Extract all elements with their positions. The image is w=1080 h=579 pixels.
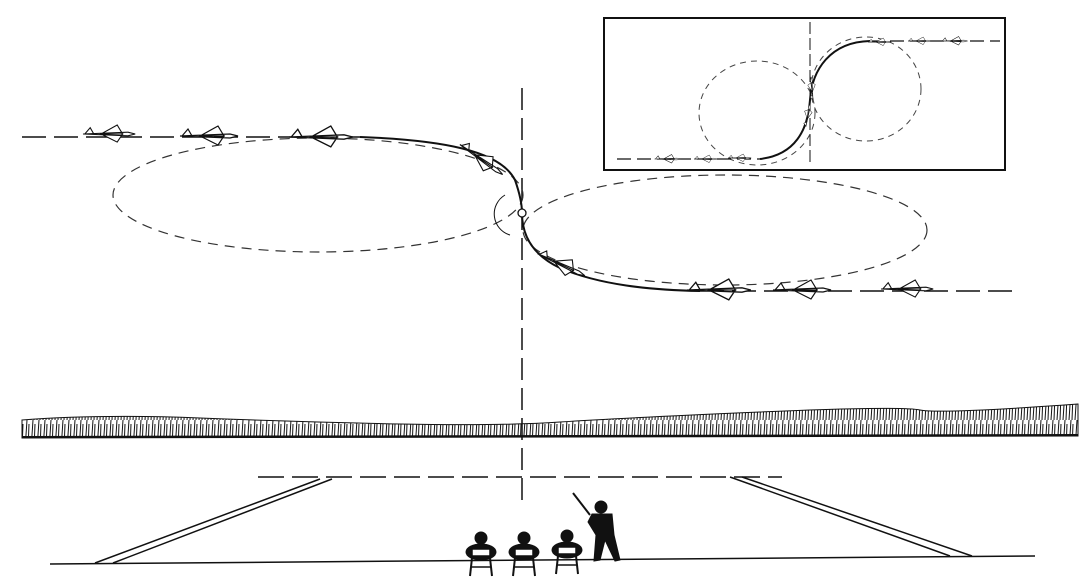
- right-loop-path: [522, 174, 928, 286]
- horizon-treeline: [21, 403, 1079, 439]
- runway: [49, 476, 1036, 565]
- spectator-icon: [465, 529, 583, 577]
- inset-top-view: [603, 17, 1006, 171]
- pilot-with-transmitter-icon: [572, 492, 621, 562]
- left-loop-path: [112, 137, 524, 253]
